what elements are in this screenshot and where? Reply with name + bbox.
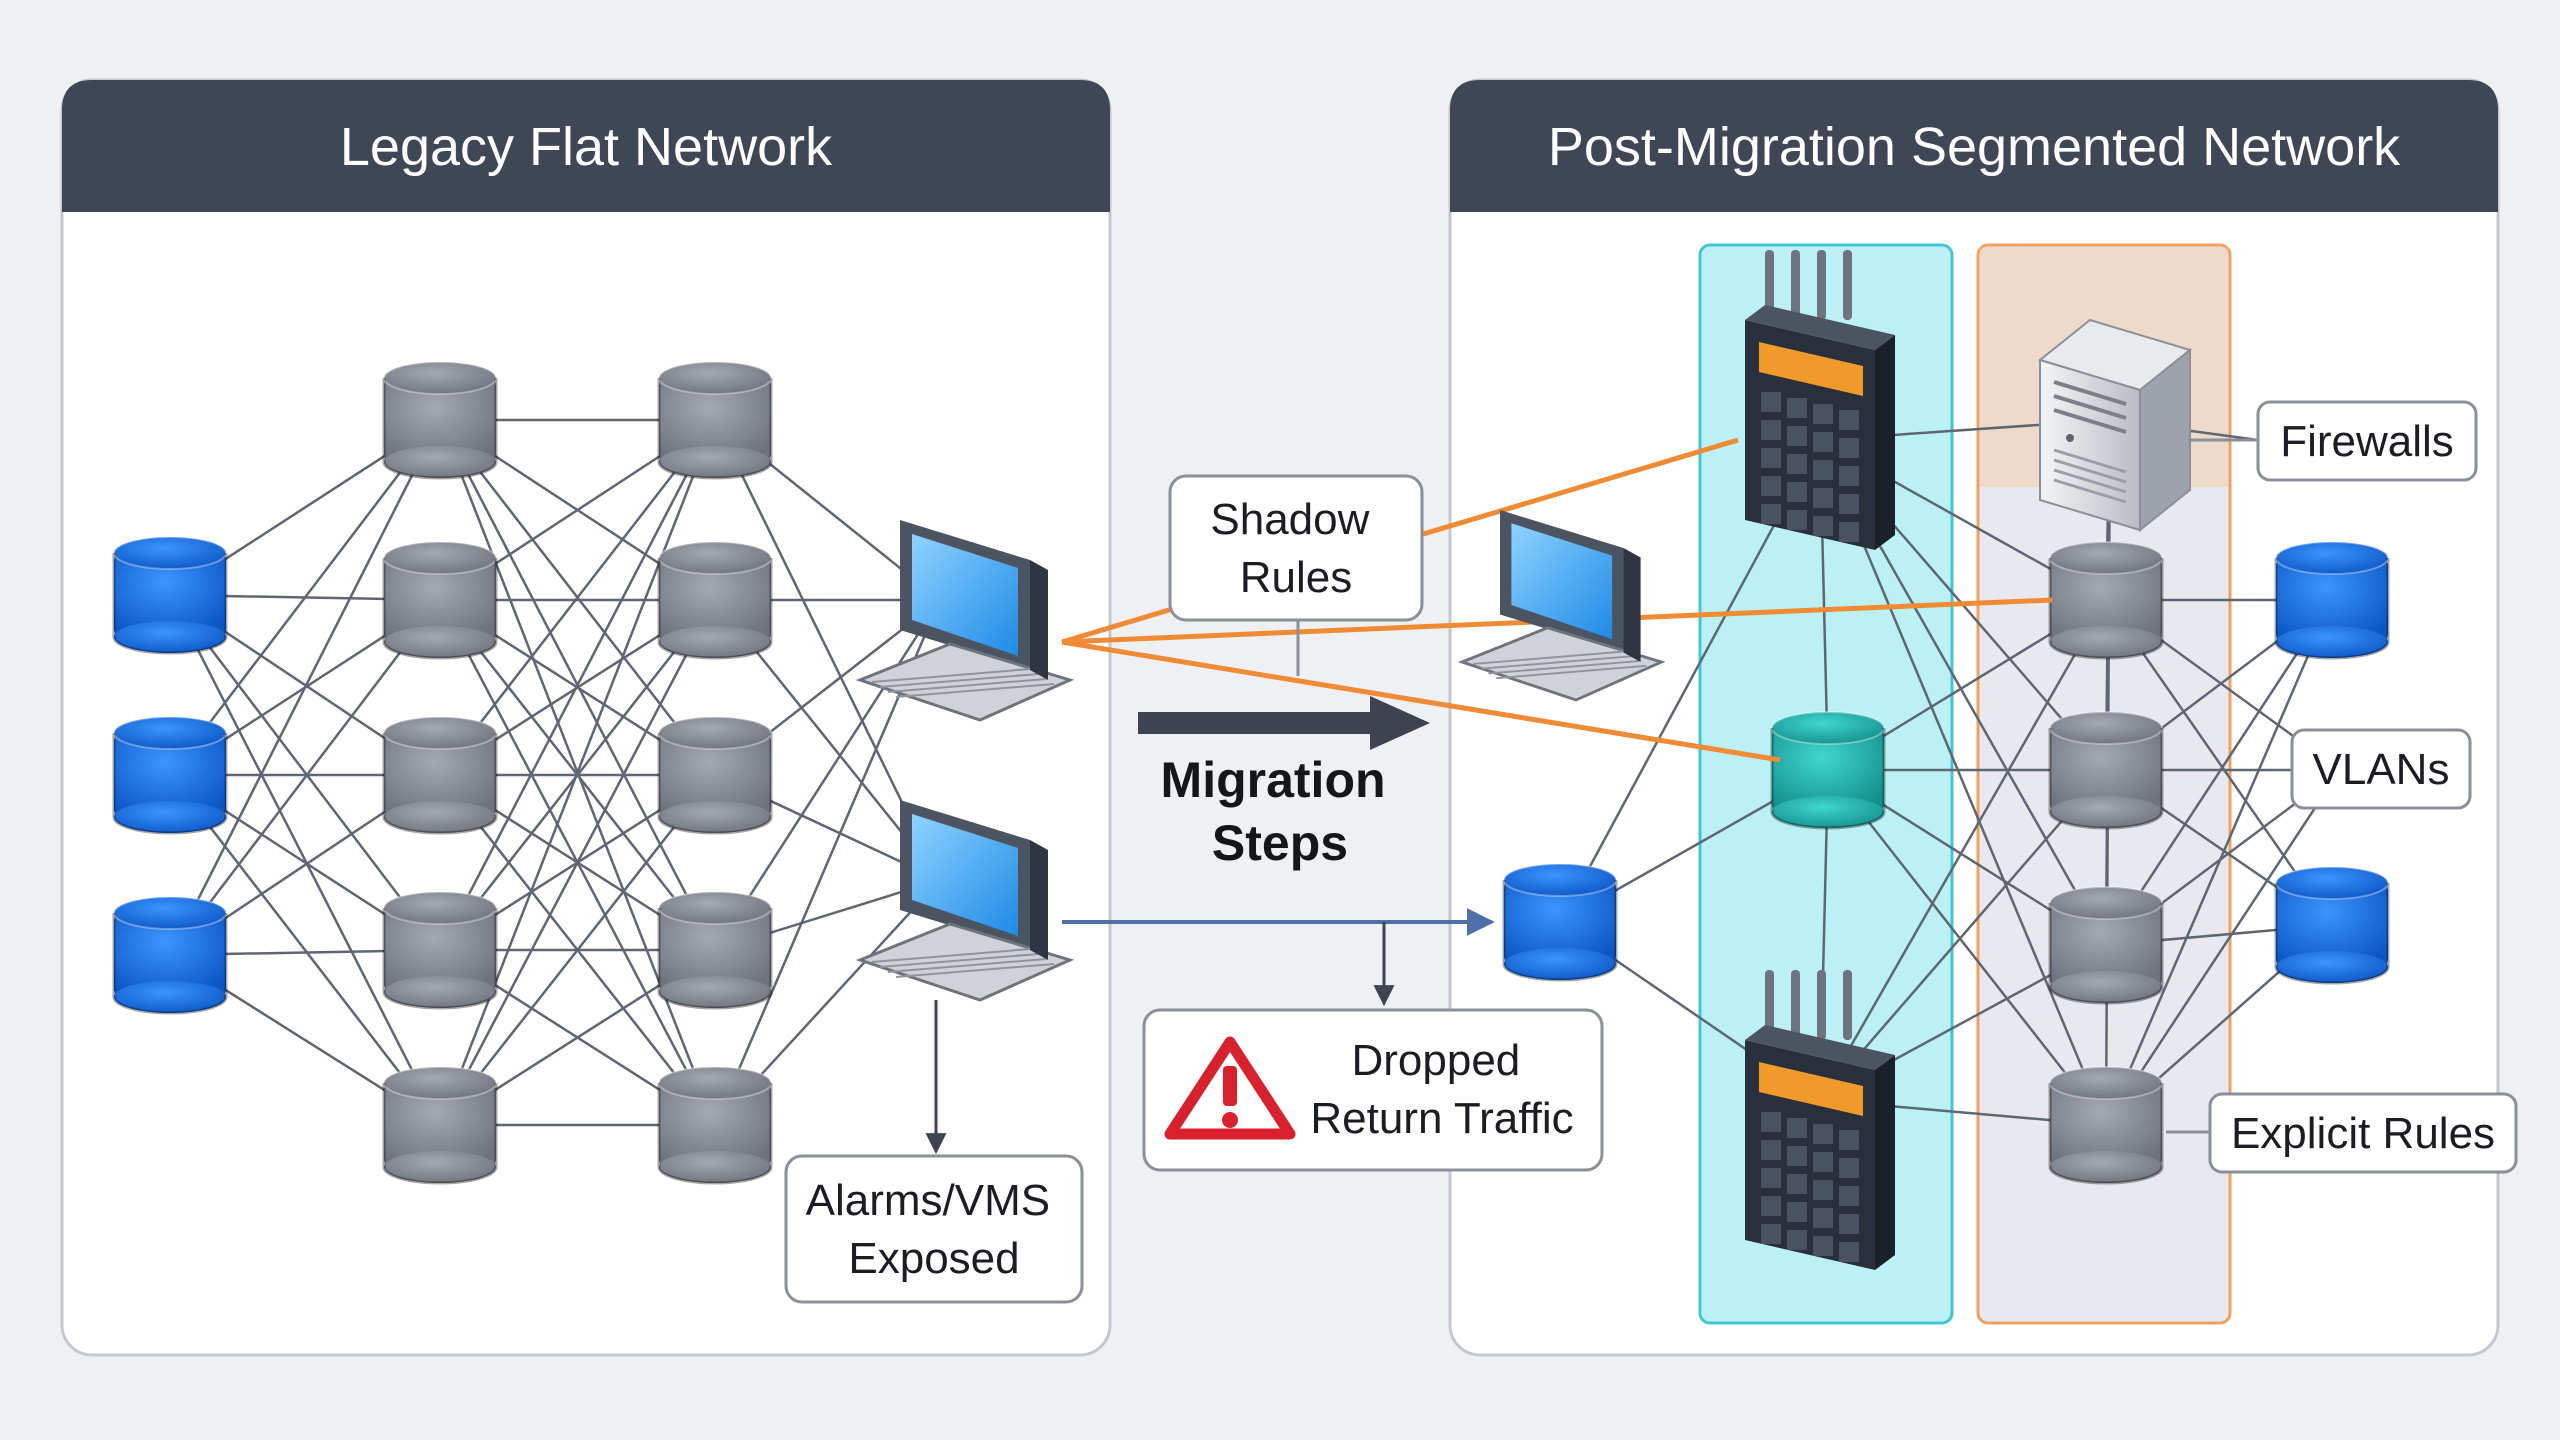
network-node-icon xyxy=(2048,1066,2164,1185)
desktop-computer-icon xyxy=(855,520,1075,722)
right-panel-title: Post-Migration Segmented Network xyxy=(1548,117,2401,177)
dropped-return-callout: Dropped Return Traffic xyxy=(1142,1008,1604,1172)
left-panel: Legacy Flat Network xyxy=(60,78,1112,1357)
network-node-icon xyxy=(2048,886,2164,1005)
network-node-icon xyxy=(112,536,228,655)
network-node-icon xyxy=(112,896,228,1015)
right-network-nodes xyxy=(1502,541,2390,1185)
left-network-nodes xyxy=(112,361,773,1185)
network-node-icon xyxy=(1770,711,1886,830)
network-node-icon xyxy=(382,891,498,1010)
network-node-icon xyxy=(657,1066,773,1185)
migration-steps-label: Migration Steps xyxy=(1161,752,1400,871)
network-node-icon xyxy=(2048,711,2164,830)
alarms-exposed-callout: Alarms/VMS Exposed xyxy=(784,1154,1084,1304)
firewalls-callout: Firewalls xyxy=(2188,400,2478,482)
network-node-icon xyxy=(382,541,498,660)
shadow-rules-callout: Shadow Rules xyxy=(1168,474,1424,622)
svg-text:Dropped Return Traffic: Dropped Return Traffic xyxy=(1310,1036,1573,1143)
explicit-rules-callout: Explicit Rules xyxy=(2166,1092,2518,1174)
network-node-icon xyxy=(657,716,773,835)
firewall-appliance-icon xyxy=(1745,250,1895,550)
svg-text:Shadow Rules: Shadow Rules xyxy=(1210,495,1381,602)
network-node-icon xyxy=(382,716,498,835)
network-node-icon xyxy=(2048,541,2164,660)
network-node-icon xyxy=(382,1066,498,1185)
network-node-icon xyxy=(657,891,773,1010)
desktop-computer-icon xyxy=(1457,510,1666,702)
network-node-icon xyxy=(112,716,228,835)
server-tower-icon xyxy=(2037,318,2193,533)
left-panel-title: Legacy Flat Network xyxy=(340,117,833,177)
network-node-icon xyxy=(2274,541,2390,660)
devices xyxy=(855,250,2193,1270)
network-node-icon xyxy=(657,361,773,480)
network-node-icon xyxy=(2274,866,2390,985)
vlans-callout: VLANs xyxy=(2290,728,2472,810)
network-node-icon xyxy=(657,541,773,660)
svg-text:VLANs: VLANs xyxy=(2313,745,2450,794)
desktop-computer-icon xyxy=(855,800,1075,1002)
svg-text:Explicit Rules: Explicit Rules xyxy=(2231,1109,2495,1158)
network-node-icon xyxy=(1502,863,1618,982)
svg-text:Alarms/VMS Exposed: Alarms/VMS Exposed xyxy=(806,1176,1063,1283)
warning-triangle-icon xyxy=(1164,1036,1296,1140)
migration-arrow xyxy=(1138,696,1430,750)
network-node-icon xyxy=(382,361,498,480)
firewall-appliance-icon xyxy=(1745,970,1895,1270)
svg-text:Firewalls: Firewalls xyxy=(2280,417,2454,466)
